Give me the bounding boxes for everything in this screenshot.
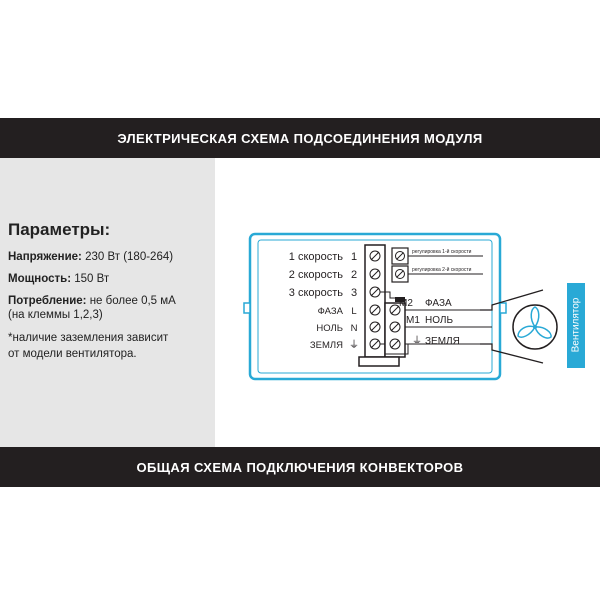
screw-1	[369, 250, 381, 262]
terminal-2-label: 2 скорость	[289, 269, 344, 281]
screw-N	[369, 321, 381, 333]
fan-icon	[512, 304, 558, 350]
regulator-2-screw	[395, 269, 405, 279]
terminal-N-label: НОЛЬ	[316, 323, 343, 334]
funnel-top	[480, 289, 544, 311]
power-row: Мощность: 150 Вт	[8, 272, 213, 286]
terminal-N-code: N	[351, 323, 358, 334]
jumper-ground	[380, 343, 409, 355]
grounding-note: *наличие заземления зависит от модели ве…	[8, 330, 213, 362]
terminal-L-label: ФАЗА	[318, 306, 344, 317]
terminal-block-base	[358, 356, 400, 367]
mounting-tab-right	[499, 302, 507, 314]
terminal-2-code: 2	[351, 269, 357, 281]
motor-M1-code: M1	[406, 315, 420, 326]
power-label: Мощность:	[8, 273, 72, 285]
motor-M1-label: НОЛЬ	[425, 315, 453, 326]
header-band: ЭЛЕКТРИЧЕСКАЯ СХЕМА ПОДСОЕДИНЕНИЯ МОДУЛЯ	[0, 118, 600, 158]
motor-ground-label: ЗЕМЛЯ	[425, 336, 460, 347]
screw-M2	[389, 304, 401, 316]
mounting-tab-left	[243, 302, 251, 314]
parameters-list: Параметры: Напряжение: 230 Вт (180-264) …	[8, 220, 213, 362]
power-value: 150 Вт	[71, 273, 110, 285]
motor-M2-label: ФАЗА	[425, 298, 452, 309]
grounding-note-line-2: от модели вентилятора.	[8, 348, 137, 360]
consumption-row: Потребление: не более 0,5 мА (на клеммы …	[8, 294, 213, 322]
header-title: ЭЛЕКТРИЧЕСКАЯ СХЕМА ПОДСОЕДИНЕНИЯ МОДУЛЯ	[117, 130, 483, 146]
regulator-2-label: регулировка 2-й скорости	[412, 266, 472, 273]
terminal-block-left	[364, 244, 386, 358]
terminal-3-code: 3	[351, 287, 357, 299]
regulator-1-label: регулировка 1-й скорости	[412, 248, 472, 255]
funnel-bottom	[480, 343, 544, 364]
footer-title: ОБЩАЯ СХЕМА ПОДКЛЮЧЕНИЯ КОНВЕКТОРОВ	[136, 459, 464, 475]
wiring-diagram-svg: 1 скорость 1 2 скорость 2 3 скорость 3 Ф…	[243, 232, 585, 381]
terminal-3-label: 3 скорость	[289, 287, 344, 299]
jumper-marker	[395, 297, 405, 302]
terminal-L-code: L	[351, 306, 356, 317]
consumption-label: Потребление:	[8, 295, 87, 307]
screw-L	[369, 304, 381, 316]
screw-M1	[389, 321, 401, 333]
motor-ground-code: ⏚	[412, 335, 422, 347]
terminal-1-code: 1	[351, 251, 357, 263]
screw-motor-ground	[389, 338, 401, 350]
consumption-note: (на клеммы 1,2,3)	[8, 309, 103, 321]
voltage-label: Напряжение:	[8, 251, 82, 263]
screw-2	[369, 268, 381, 280]
fan-badge-label: Вентилятор	[571, 297, 582, 352]
terminal-ground-code: ⏚	[349, 339, 359, 351]
terminal-ground-label: ЗЕМЛЯ	[310, 340, 343, 351]
terminal-1-label: 1 скорость	[289, 251, 344, 263]
parameters-panel: Параметры: Напряжение: 230 Вт (180-264) …	[0, 158, 215, 447]
voltage-row: Напряжение: 230 Вт (180-264)	[8, 250, 213, 264]
parameters-heading: Параметры:	[8, 220, 111, 239]
consumption-value: не более 0,5 мА	[86, 295, 176, 307]
wiring-diagram: 1 скорость 1 2 скорость 2 3 скорость 3 Ф…	[215, 158, 600, 447]
grounding-note-line-1: *наличие заземления зависит	[8, 332, 169, 344]
fan-badge	[567, 283, 585, 368]
regulator-1-screw	[395, 251, 405, 261]
footer-band: ОБЩАЯ СХЕМА ПОДКЛЮЧЕНИЯ КОНВЕКТОРОВ	[0, 447, 600, 487]
motor-M2-code: M2	[399, 298, 413, 309]
voltage-value: 230 Вт (180-264)	[81, 251, 174, 263]
